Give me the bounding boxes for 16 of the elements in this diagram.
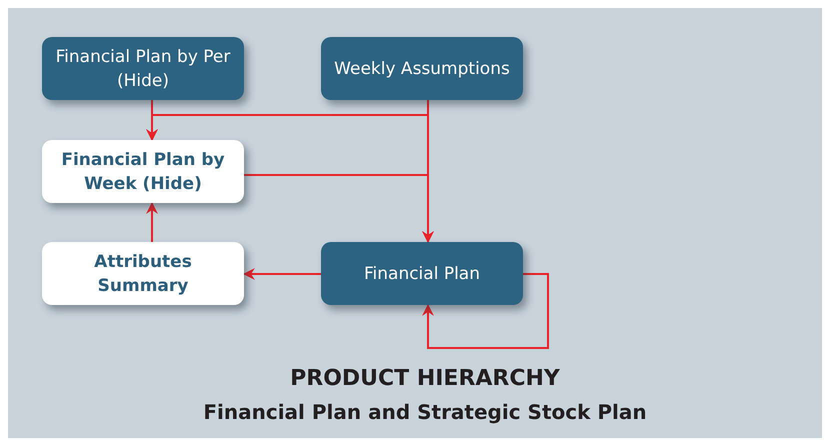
diagram-title: PRODUCT HIERARCHY <box>289 366 561 391</box>
box-label: Weekly Assumptions <box>334 58 510 80</box>
process-box <box>321 37 523 100</box>
arrow <box>243 268 321 280</box>
arrow <box>422 273 549 349</box>
process-box <box>42 140 244 203</box>
process-box <box>42 37 244 100</box>
box-label: Financial Plan <box>364 262 480 286</box>
process-box <box>42 242 244 305</box>
box-label: Financial Plan by Per (Hide) <box>54 46 232 92</box>
arrow <box>146 202 158 242</box>
box-label: Attributes Summary <box>93 250 193 298</box>
box-label: Financial Plan by Week (Hide) <box>60 148 226 196</box>
diagram-caption: Financial Plan and Strategic Stock Plan <box>202 400 648 424</box>
arrow <box>244 174 434 243</box>
process-box <box>321 242 523 305</box>
